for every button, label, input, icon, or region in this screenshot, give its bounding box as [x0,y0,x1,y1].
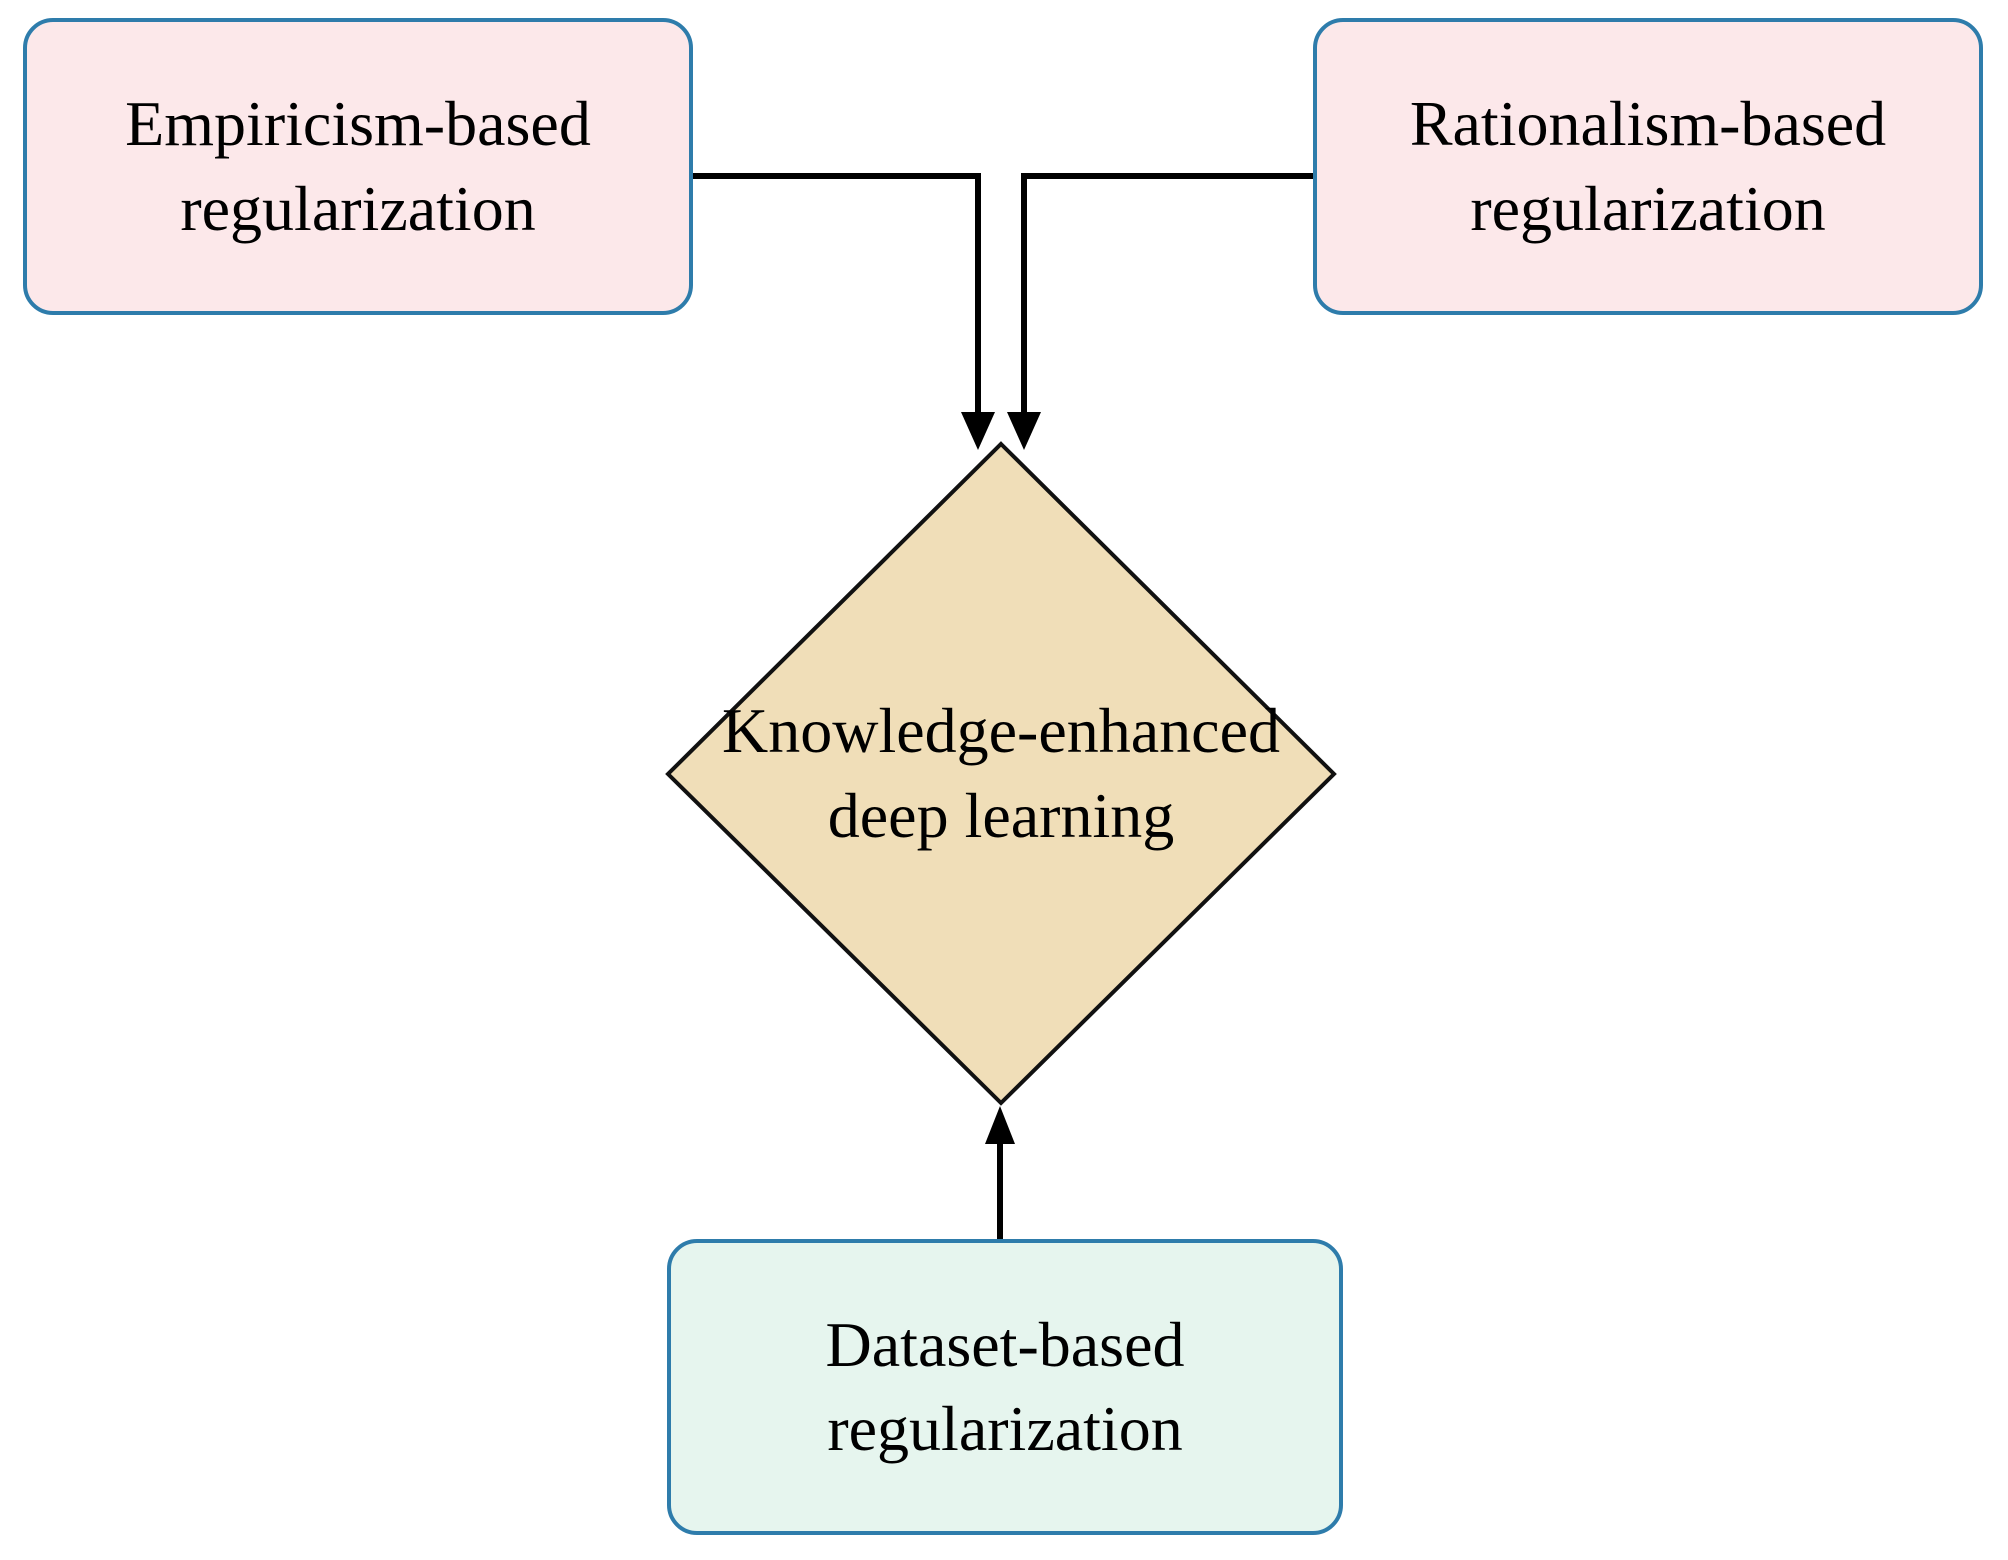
diamond-knowledge-shape [665,441,1337,1106]
arrow-dataset-to-knowledge [985,1106,1015,1239]
node-rationalism-regularization: Rationalism-based regularization [1313,18,1983,315]
arrow-empiricism-to-knowledge [693,173,995,450]
node-rationalism-label: Rationalism-based regularization [1409,88,1887,244]
arrow-rationalism-to-knowledge [1007,173,1313,450]
node-dataset-label: Dataset-based regularization [825,1308,1185,1464]
node-empiricism-regularization: Empiricism-based regularization [23,18,693,315]
node-empiricism-label: Empiricism-based regularization [125,88,591,244]
node-dataset-regularization: Dataset-based regularization [667,1239,1343,1535]
